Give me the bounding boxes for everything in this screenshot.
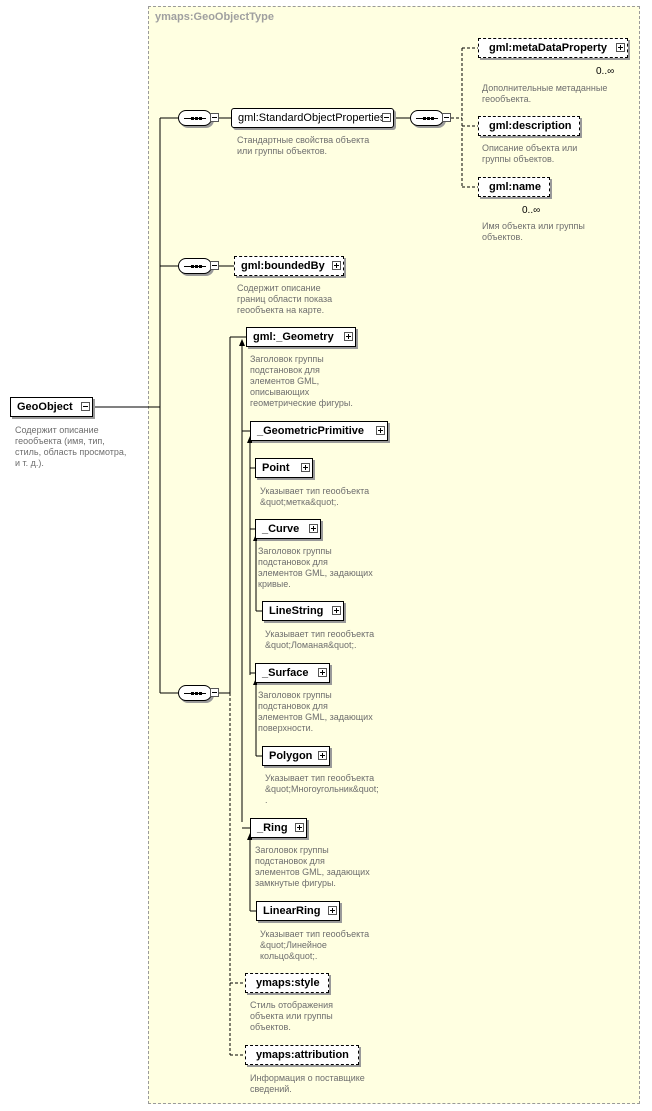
metadataproperty-element[interactable]: gml:metaDataProperty	[478, 38, 628, 58]
surface-element[interactable]: _Surface	[255, 663, 330, 683]
collapse-icon[interactable]	[210, 261, 219, 270]
geoobject-description: Содержит описание геообъекта (имя, тип, …	[15, 425, 127, 468]
collapse-icon[interactable]	[382, 113, 391, 122]
expand-icon[interactable]	[309, 524, 318, 533]
curve-description: Заголовок группы подстановок для элемент…	[258, 546, 373, 589]
expand-icon[interactable]	[332, 261, 341, 270]
linearring-element[interactable]: LinearRing	[256, 901, 340, 921]
expand-icon[interactable]	[318, 751, 327, 760]
standard-object-properties-description: Стандартные свойства объекта или группы …	[237, 135, 370, 156]
attribution-description: Информация о поставщике сведений.	[250, 1073, 365, 1094]
name-element[interactable]: gml:name	[478, 177, 550, 197]
geometry-element[interactable]: gml:_Geometry	[246, 327, 356, 347]
type-title: ymaps:GeoObjectType	[155, 11, 274, 23]
collapse-icon[interactable]	[210, 113, 219, 122]
expand-icon[interactable]	[344, 332, 353, 341]
expand-icon[interactable]	[318, 668, 327, 677]
sequence-compositor-4[interactable]	[410, 110, 444, 126]
collapse-icon[interactable]	[81, 402, 90, 411]
description-element[interactable]: gml:description	[478, 116, 580, 136]
name-description: Имя объекта или группы объектов.	[482, 221, 585, 242]
expand-icon[interactable]	[616, 43, 625, 52]
point-element[interactable]: Point	[255, 458, 313, 478]
linearring-description: Указывает тип геообъекта &quot;Линейное …	[260, 929, 370, 961]
expand-icon[interactable]	[295, 823, 304, 832]
attribution-element[interactable]: ymaps:attribution	[245, 1045, 359, 1065]
expand-icon[interactable]	[328, 906, 337, 915]
expand-icon[interactable]	[301, 463, 310, 472]
collapse-icon[interactable]	[442, 113, 451, 122]
sequence-compositor-1[interactable]	[178, 110, 212, 126]
polygon-description: Указывает тип геообъекта &quot;Многоугол…	[265, 773, 379, 805]
ring-element[interactable]: _Ring	[250, 818, 307, 838]
boundedby-element[interactable]: gml:boundedBy	[234, 256, 344, 276]
geometric-primitive-element[interactable]: _GeometricPrimitive	[250, 421, 388, 441]
metadataproperty-description: Дополнительные метаданные геообъекта.	[482, 83, 608, 104]
sequence-compositor-3[interactable]	[178, 685, 212, 701]
polygon-element[interactable]: Polygon	[262, 746, 330, 766]
linestring-element[interactable]: LineString	[262, 601, 344, 621]
style-description: Стиль отображения объекта или группы объ…	[250, 1000, 333, 1032]
surface-description: Заголовок группы подстановок для элемент…	[258, 690, 373, 733]
linestring-description: Указывает тип геообъекта &quot;Ломаная&q…	[265, 629, 375, 650]
expand-icon[interactable]	[376, 426, 385, 435]
metadataproperty-occurrence: 0..∞	[596, 66, 615, 77]
standard-object-properties-group[interactable]: gml:StandardObjectProperties	[231, 108, 394, 128]
geometry-description: Заголовок группы подстановок для элемент…	[250, 354, 353, 408]
ring-description: Заголовок группы подстановок для элемент…	[255, 845, 370, 888]
geoobject-element[interactable]: GeoObject	[10, 397, 93, 417]
name-occurrence: 0..∞	[522, 205, 541, 216]
collapse-icon[interactable]	[210, 688, 219, 697]
sequence-compositor-2[interactable]	[178, 258, 212, 274]
style-element[interactable]: ymaps:style	[245, 973, 329, 993]
description-description: Описание объекта или группы объектов.	[482, 143, 578, 164]
boundedby-description: Содержит описание границ области показа …	[237, 283, 333, 315]
point-description: Указывает тип геообъекта &quot;метка&quo…	[260, 486, 370, 507]
curve-element[interactable]: _Curve	[255, 519, 321, 539]
expand-icon[interactable]	[332, 606, 341, 615]
